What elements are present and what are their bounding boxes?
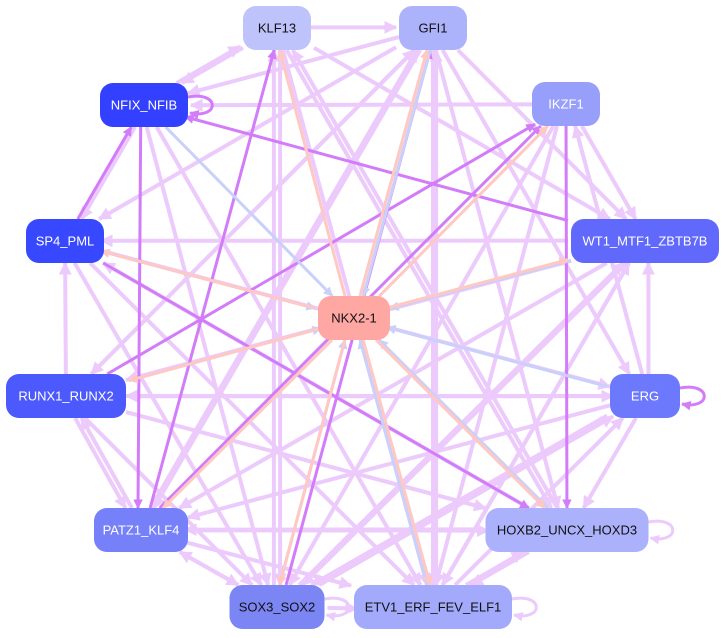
edge-nfix_nfib-to-klf13 bbox=[175, 44, 242, 85]
node-box bbox=[26, 219, 104, 263]
edge-nkx2-1-to-ikzf1 bbox=[378, 124, 549, 298]
edge-klf13-to-nfix_nfib bbox=[180, 45, 245, 85]
edge-nkx2-1-to-patz1_klf4 bbox=[162, 338, 333, 510]
node-sox3_sox2[interactable]: SOX3_SOX2 bbox=[229, 585, 325, 629]
edge-nfix_nfib-to-nkx2-1 bbox=[164, 125, 334, 298]
edge-runx1_runx2-to-hoxb2_uncx_hoxd3 bbox=[125, 410, 487, 512]
edge-nkx2-1-to-sp4_pml bbox=[100, 248, 316, 310]
node-wt1_mtf1_zbtb7b[interactable]: WT1_MTF1_ZBTB7B bbox=[571, 219, 719, 263]
edge-nfix_nfib-to-sp4_pml bbox=[79, 125, 137, 221]
node-label: WT1_MTF1_ZBTB7B bbox=[583, 234, 708, 249]
edge-nfix_nfib-to-sox3_sox2 bbox=[144, 126, 272, 587]
edge-sp4_pml-to-hoxb2_uncx_hoxd3 bbox=[102, 261, 530, 510]
self-loop-hoxb2_uncx_hoxd3 bbox=[648, 519, 675, 545]
edge-erg-to-nkx2-1 bbox=[386, 324, 608, 388]
edge-wt1_mtf1_zbtb7b-to-nfix_nfib bbox=[184, 114, 569, 223]
node-box bbox=[571, 219, 719, 263]
node-sp4_pml[interactable]: SP4_PML bbox=[26, 219, 104, 263]
edge-runx1_runx2-to-ikzf1 bbox=[106, 122, 536, 376]
node-box bbox=[6, 374, 126, 418]
node-box bbox=[354, 585, 512, 629]
node-box bbox=[532, 82, 600, 126]
edge-sox3_sox2-to-patz1_klf4 bbox=[178, 550, 240, 587]
node-label: GFI1 bbox=[419, 21, 448, 36]
node-label: HOXB2_UNCX_HOXD3 bbox=[497, 523, 637, 538]
node-box bbox=[100, 83, 188, 127]
edge-erg-to-hoxb2_uncx_hoxd3 bbox=[581, 416, 638, 510]
node-nfix_nfib[interactable]: NFIX_NFIB bbox=[100, 83, 188, 127]
edge-patz1_klf4-to-gfi1 bbox=[148, 48, 419, 510]
node-label: SOX3_SOX2 bbox=[239, 600, 316, 615]
node-gfi1[interactable]: GFI1 bbox=[399, 6, 467, 50]
edge-runx1_runx2-to-gfi1 bbox=[89, 48, 416, 376]
node-label: IKZF1 bbox=[548, 97, 583, 112]
node-box bbox=[318, 296, 390, 340]
node-box bbox=[610, 374, 680, 418]
edge-nkx2-1-to-wt1_mtf1_zbtb7b bbox=[386, 257, 569, 310]
node-label: RUNX1_RUNX2 bbox=[18, 389, 113, 404]
node-label: PATZ1_KLF4 bbox=[103, 523, 180, 538]
edge-ikzf1-to-nfix_nfib bbox=[189, 98, 536, 112]
node-label: KLF13 bbox=[258, 21, 296, 36]
node-box bbox=[243, 6, 311, 50]
node-label: ERG bbox=[631, 389, 659, 404]
edge-hoxb2_uncx_hoxd3-to-klf13 bbox=[291, 48, 560, 510]
self-loop-sox3_sox2 bbox=[324, 596, 351, 622]
edge-nkx2-1-to-klf13 bbox=[277, 49, 347, 297]
node-nkx2-1[interactable]: NKX2-1 bbox=[318, 296, 390, 340]
node-label: SP4_PML bbox=[36, 234, 95, 249]
edge-ikzf1-to-hoxb2_uncx_hoxd3 bbox=[562, 125, 572, 509]
edge-runx1_runx2-to-sp4_pml bbox=[58, 261, 72, 375]
node-ikzf1[interactable]: IKZF1 bbox=[532, 82, 600, 126]
edge-nkx2-1-to-hoxb2_uncx_hoxd3 bbox=[375, 338, 546, 510]
edge-ikzf1-to-sox3_sox2 bbox=[287, 125, 556, 587]
node-box bbox=[229, 585, 325, 629]
self-loop-nfix_nfib bbox=[187, 94, 214, 120]
node-klf13[interactable]: KLF13 bbox=[243, 6, 311, 50]
node-erg[interactable]: ERG bbox=[610, 374, 680, 418]
node-box bbox=[94, 508, 188, 552]
edge-gfi1-to-nfix_nfib bbox=[186, 35, 400, 97]
edge-hoxb2_uncx_hoxd3-to-etv1_erf_fev_elf1 bbox=[470, 550, 530, 587]
edge-patz1_klf4-to-runx1_runx2 bbox=[79, 416, 134, 509]
node-label: ETV1_ERF_FEV_ELF1 bbox=[365, 600, 502, 615]
edge-erg-to-sox3_sox2 bbox=[310, 413, 608, 587]
edge-klf13-to-wt1_mtf1_zbtb7b bbox=[312, 46, 611, 221]
node-etv1_erf_fev_elf1[interactable]: ETV1_ERF_FEV_ELF1 bbox=[354, 585, 512, 629]
node-label: NFIX_NFIB bbox=[111, 98, 177, 113]
edges-layer bbox=[58, 20, 706, 622]
edge-patz1_klf4-to-etv1_erf_fev_elf1 bbox=[184, 540, 353, 589]
node-hoxb2_uncx_hoxd3[interactable]: HOXB2_UNCX_HOXD3 bbox=[485, 508, 649, 552]
edge-wt1_mtf1_zbtb7b-to-patz1_klf4 bbox=[178, 261, 608, 510]
edge-ikzf1-to-wt1_mtf1_zbtb7b bbox=[580, 125, 638, 221]
node-box bbox=[485, 508, 649, 552]
edge-nfix_nfib-to-patz1_klf4 bbox=[133, 126, 143, 509]
edge-gfi1-to-wt1_mtf1_zbtb7b bbox=[456, 48, 628, 221]
edge-hoxb2_uncx_hoxd3-to-nkx2-1 bbox=[378, 338, 549, 510]
edge-nkx2-1-to-etv1_erf_fev_elf1 bbox=[361, 339, 433, 586]
edge-nkx2-1-to-sox3_sox2 bbox=[277, 339, 347, 586]
node-label: NKX2-1 bbox=[331, 311, 377, 326]
edge-nkx2-1-to-gfi1 bbox=[358, 49, 430, 297]
edge-nkx2-1-to-runx1_runx2 bbox=[128, 326, 322, 383]
self-loop-erg bbox=[679, 385, 706, 411]
edge-etv1_erf_fev_elf1-to-hoxb2_uncx_hoxd3 bbox=[465, 550, 525, 587]
edge-gfi1-to-nkx2-1 bbox=[360, 49, 432, 297]
node-runx1_runx2[interactable]: RUNX1_RUNX2 bbox=[6, 374, 126, 418]
node-patz1_klf4[interactable]: PATZ1_KLF4 bbox=[94, 508, 188, 552]
edge-sp4_pml-to-nfix_nfib bbox=[76, 126, 133, 220]
edge-sox3_sox2-to-etv1_erf_fev_elf1 bbox=[327, 601, 359, 615]
edge-patz1_klf4-to-klf13 bbox=[148, 49, 277, 509]
edge-runx1_runx2-to-patz1_klf4 bbox=[73, 417, 128, 510]
edge-erg-to-patz1_klf4 bbox=[186, 403, 611, 521]
self-loop-etv1_erf_fev_elf1 bbox=[511, 596, 538, 622]
edge-sox3_sox2-to-erg bbox=[318, 414, 615, 587]
edge-etv1_erf_fev_elf1-to-nkx2-1 bbox=[357, 339, 429, 586]
node-box bbox=[399, 6, 467, 50]
